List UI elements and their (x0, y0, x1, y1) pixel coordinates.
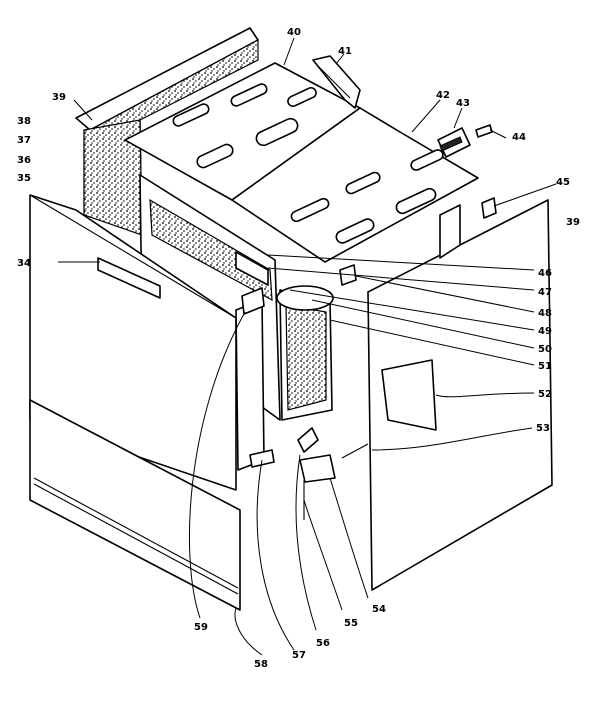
label-59: 59 (194, 622, 208, 633)
part-labels: 39 38 37 36 35 34 40 41 42 43 44 45 39 4… (17, 27, 580, 670)
label-35: 35 (17, 173, 31, 184)
label-52: 52 (538, 389, 552, 400)
clip-45 (481, 197, 497, 219)
label-44: 44 (512, 132, 526, 143)
hinge-assembly (249, 359, 437, 520)
label-38-top: 38 (17, 116, 31, 127)
label-34: 34 (17, 258, 31, 269)
bracket-41 (312, 55, 361, 109)
label-39-right: 39 (566, 217, 580, 228)
label-51: 51 (538, 361, 552, 372)
label-54: 54 (372, 604, 386, 615)
label-58: 58 (254, 659, 268, 670)
label-37: 37 (17, 135, 31, 146)
label-41: 41 (338, 46, 352, 57)
right-side-panel (367, 199, 553, 591)
door-outer-panel (29, 194, 237, 491)
leader-lines (58, 37, 557, 656)
label-57: 57 (292, 650, 306, 661)
knob-44 (475, 124, 493, 138)
top-panel (124, 62, 479, 263)
door-inner-panel (235, 287, 265, 471)
label-46: 46 (538, 268, 552, 279)
label-45: 45 (556, 177, 570, 188)
label-47: 47 (538, 287, 552, 298)
label-36: 36 (17, 155, 31, 166)
label-55: 55 (344, 618, 358, 629)
label-39-left: 39 (52, 92, 66, 103)
label-43: 43 (456, 98, 470, 109)
label-50: 50 (538, 344, 552, 355)
label-42: 42 (436, 90, 450, 101)
label-56: 56 (316, 638, 330, 649)
label-49: 49 (538, 326, 552, 337)
label-40: 40 (287, 27, 301, 38)
label-48: 48 (538, 308, 552, 319)
label-53: 53 (536, 423, 550, 434)
drawer-front (29, 399, 241, 611)
switch-43 (437, 127, 471, 158)
